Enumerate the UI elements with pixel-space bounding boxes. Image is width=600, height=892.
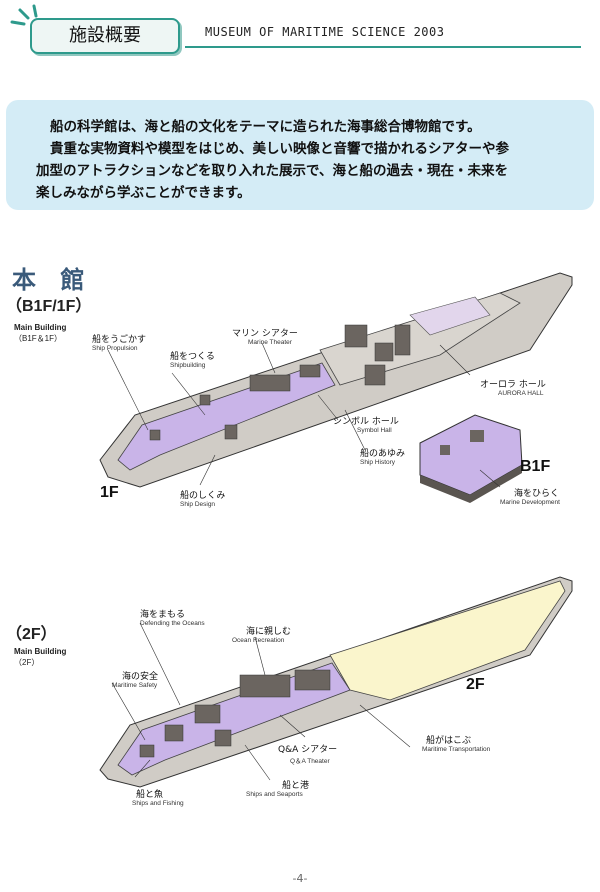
floor-label-b1f: B1F: [520, 458, 551, 475]
label-jp: 海をひらく: [514, 489, 560, 499]
building-label: Main Building （B1F＆1F）: [14, 322, 66, 344]
label-jp: 船と魚: [136, 790, 164, 800]
label-ship-propulsion: 船をうごかす Ship Propulsion: [92, 332, 146, 352]
label-en: Shipbuilding: [170, 362, 206, 369]
label-en: Symbol Hall: [357, 427, 392, 434]
label-qa-theater: Q&A シアター Q＆A Theater: [278, 742, 337, 765]
label-en: AURORA HALL: [498, 390, 544, 397]
label-en: Maritime Transportation: [422, 746, 491, 753]
intro-line: 楽しみながら学ぶことができます。: [36, 185, 251, 201]
label-ship-history: 船のあゆみ Ship History: [360, 446, 405, 466]
label-en: Marine Theater: [248, 339, 292, 346]
label-en: Maritime Safety: [112, 682, 158, 689]
label-marine-theater: マリン シアター Marine Theater: [232, 326, 298, 346]
page-number: -4-: [292, 872, 308, 885]
label-en: Ship History: [360, 459, 396, 466]
label-en: Ships and Fishing: [132, 800, 184, 807]
label-jp: 船をつくる: [170, 352, 215, 362]
label-maritime-transportation: 船がはこぶ Maritime Transportation: [422, 733, 490, 753]
intro-line: 船の科学館は、海と船の文化をテーマに造られた海事総合博物館です。: [50, 119, 481, 135]
label-jp: 海の安全: [122, 672, 159, 682]
main-building-heading: 本 館: [12, 265, 93, 294]
floor-subheading: （B1F/1F）: [6, 298, 92, 315]
document-title: MUSEUM OF MARITIME SCIENCE 2003: [205, 25, 445, 39]
intro-line: 加型のアトラクションなどを取り入れた展示で、海と船の過去・現在・未来を: [36, 163, 508, 179]
floor-subheading: （2F）: [6, 626, 57, 643]
label-jp: 海に親しむ: [246, 627, 292, 637]
label-en: Ship Design: [180, 501, 216, 508]
label-en: Ship Propulsion: [92, 345, 138, 352]
label-jp: 船のしくみ: [180, 491, 226, 501]
label-marine-development: 海をひらく Marine Development: [500, 486, 560, 506]
building-label-line: （2F）: [14, 658, 40, 667]
floor-label-2f: 2F: [466, 676, 485, 693]
label-ocean-recreation: 海に親しむ Ocean Recreation: [232, 624, 291, 644]
label-defending-oceans: 海をまもる Defending the Oceans: [140, 607, 205, 627]
building-label-line: Main Building: [14, 323, 67, 332]
ship-floor-map-1f: [99, 272, 573, 503]
label-jp: シンボル ホール: [333, 417, 399, 427]
label-jp: マリン シアター: [232, 329, 298, 339]
intro-line: 貴重な実物資料や模型をはじめ、美しい映像と音響で描かれるシアターや参: [50, 141, 509, 157]
label-jp: 船がはこぶ: [426, 736, 472, 746]
label-jp: 船と港: [282, 781, 310, 791]
label-ships-fishing: 船と魚 Ships and Fishing: [132, 787, 184, 807]
intro-box: 船の科学館は、海と船の文化をテーマに造られた海事総合博物館です。 貴重な実物資料…: [6, 100, 594, 210]
label-maritime-safety: 海の安全 Maritime Safety: [112, 669, 158, 689]
building-label-line: Main Building: [14, 647, 67, 656]
label-aurora-hall: オーロラ ホール AURORA HALL: [480, 377, 546, 397]
label-ship-design: 船のしくみ Ship Design: [180, 488, 225, 508]
label-ships-seaports: 船と港 Ships and Seaports: [246, 778, 309, 798]
label-en: Q＆A Theater: [290, 758, 330, 765]
label-en: Ships and Seaports: [246, 791, 303, 798]
floor-label-1f: 1F: [100, 484, 119, 501]
label-symbol-hall: シンボル ホール Symbol Hall: [333, 414, 399, 434]
header-divider: [185, 46, 581, 48]
ship-floor-map-2f: [99, 576, 573, 788]
label-jp: 船のあゆみ: [360, 449, 406, 459]
building-label: Main Building （2F）: [14, 646, 66, 668]
label-jp: 海をまもる: [140, 610, 186, 620]
building-label-line: （B1F＆1F）: [14, 334, 63, 343]
label-en: Defending the Oceans: [140, 620, 205, 627]
section-tab: 施設概要: [30, 18, 180, 54]
label-jp: Q&A シアター: [278, 745, 338, 755]
label-jp: オーロラ ホール: [480, 380, 546, 390]
header-burst-decoration: [10, 4, 38, 26]
label-en: Ocean Recreation: [232, 637, 285, 644]
label-shipbuilding: 船をつくる Shipbuilding: [170, 349, 215, 369]
label-jp: 船をうごかす: [92, 335, 147, 345]
label-en: Marine Development: [500, 499, 560, 506]
